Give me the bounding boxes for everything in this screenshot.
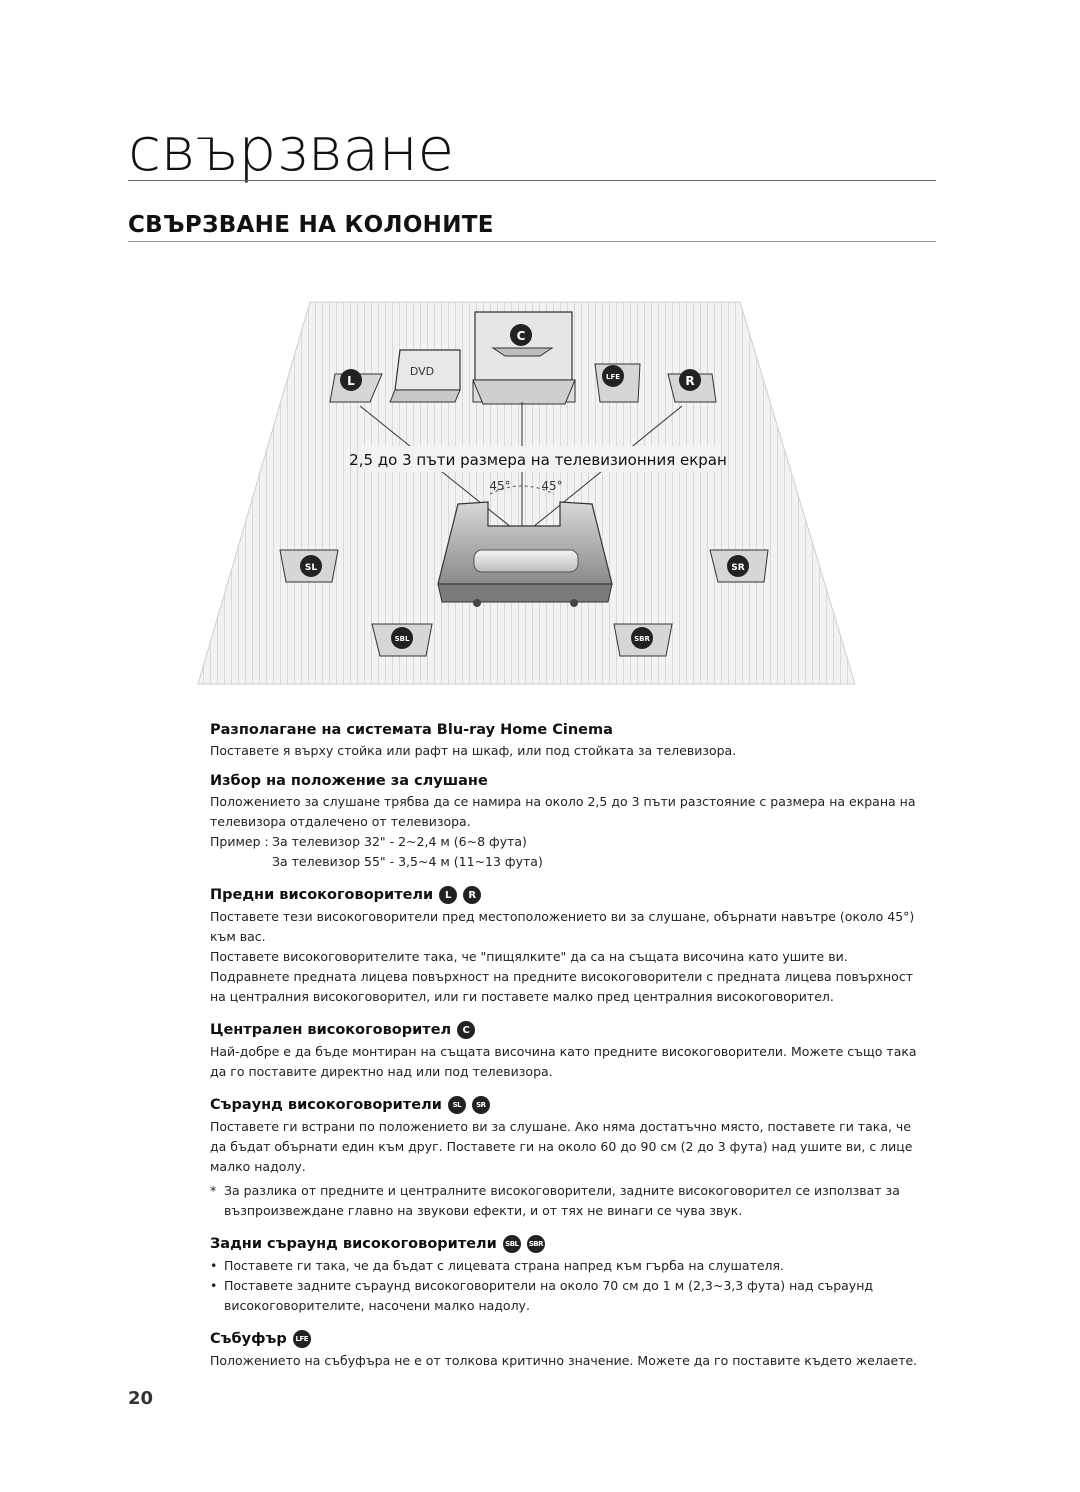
badge-lfe-icon: LFE [292, 1330, 311, 1348]
badge-r-icon: R [463, 886, 482, 904]
badge-sr-icon: SR [471, 1096, 490, 1114]
section-divider [128, 241, 936, 242]
page-number: 20 [128, 1388, 154, 1409]
chapter-divider [128, 180, 936, 181]
example-55: За телевизор 55" - 3,5~4 м (11~13 фута) [272, 854, 543, 869]
angle-right-label: 45° [541, 479, 562, 493]
front-section: Предни високоговорители L R Поставете те… [210, 886, 922, 1007]
center-heading: Централен високоговорител C [210, 1021, 922, 1039]
section-title: СВЪРЗВАНЕ НА КОЛОНИТЕ [128, 212, 494, 238]
subwoofer-section: Събуфър LFE Положението на събуфъра не е… [210, 1330, 922, 1371]
svg-text:SBL: SBL [395, 635, 410, 643]
note-text: За разлика от предните и централните вис… [224, 1183, 900, 1218]
front-text-2: Поставете високоговорителите така, че "п… [210, 949, 848, 964]
distance-label: 2,5 до 3 пъти размера на телевизионния е… [349, 451, 727, 469]
badge-sl-icon: SL [447, 1096, 466, 1114]
svg-text:L: L [347, 374, 355, 388]
front-text-1: Поставете тези високоговорители пред мес… [210, 909, 915, 944]
angle-left-label: 45° [489, 479, 510, 493]
placement-section: Разполагане на системата Blu-ray Home Ci… [210, 722, 922, 761]
placement-heading: Разполагане на системата Blu-ray Home Ci… [210, 722, 613, 738]
subwoofer-text: Положението на събуфъра не е от толкова … [210, 1353, 918, 1368]
surround-section: Съраунд високоговорители SL SR Поставете… [210, 1096, 922, 1221]
dvd-label: DVD [410, 365, 434, 378]
badge-l-icon: L [439, 886, 458, 904]
center-text: Най-добре е да бъде монтиран на същата в… [210, 1044, 917, 1079]
example-label: Пример : [210, 834, 269, 849]
svg-text:R: R [685, 374, 694, 388]
sofa-cushion [473, 549, 579, 573]
sofa-base [437, 583, 613, 603]
front-text-3: Подравнете предната лицева повърхност на… [210, 969, 913, 1004]
rear-heading: Задни съраунд високоговорители SBL SBR [210, 1235, 545, 1253]
badge-c-icon [510, 324, 532, 346]
surround-note: * За разлика от предните и централните в… [210, 1181, 922, 1221]
angle-arc [489, 485, 555, 495]
rear-section: Задни съраунд високоговорители SBL SBR •… [210, 1235, 922, 1316]
badge-sbr-icon: SBR [526, 1235, 545, 1253]
badge-c-label: C [517, 329, 526, 343]
center-section: Централен високоговорител C Най-добре е … [210, 1021, 922, 1082]
surround-text: Поставете ги встрани по положението ви з… [210, 1119, 913, 1174]
speaker-placement-diagram: C DVD L LFE R 2,5 до 3 пъти размера на т… [190, 298, 860, 690]
listening-text: Положението за слушане трябва да се нами… [210, 794, 916, 829]
listening-section: Избор на положение за слушане Положениет… [210, 773, 922, 872]
badge-c-icon: C [457, 1021, 476, 1039]
chapter-title: свързване [128, 115, 454, 185]
note-asterisk: * [210, 1183, 217, 1198]
center-speaker [491, 347, 554, 357]
tv-stand-body [472, 379, 576, 405]
svg-text:SL: SL [305, 563, 317, 573]
badge-sbl-icon: SBL [502, 1235, 521, 1253]
svg-text:SBR: SBR [634, 635, 650, 643]
center-speaker-top [474, 311, 573, 381]
example-32: За телевизор 32" - 2~2,4 м (6~8 фута) [272, 834, 527, 849]
surround-heading: Съраунд високоговорители SL SR [210, 1096, 922, 1114]
rear-bullet-2: • Поставете задните съраунд високоговори… [210, 1278, 874, 1313]
rear-bullet-1: • Поставете ги така, че да бъдат с лицев… [210, 1258, 785, 1273]
front-heading: Предни високоговорители L R [210, 886, 922, 904]
svg-text:LFE: LFE [606, 373, 620, 381]
listening-heading: Избор на положение за слушане [210, 773, 488, 789]
subwoofer-heading: Събуфър LFE [210, 1330, 922, 1348]
svg-text:SR: SR [731, 563, 744, 573]
example-row-1: Пример : За телевизор 32" - 2~2,4 м (6~8… [210, 832, 922, 852]
content-body: Разполагане на системата Blu-ray Home Ci… [210, 722, 922, 1371]
placement-text: Поставете я върху стойка или рафт на шка… [210, 743, 737, 758]
example-row-2: За телевизор 55" - 3,5~4 м (11~13 фута) [210, 852, 922, 872]
